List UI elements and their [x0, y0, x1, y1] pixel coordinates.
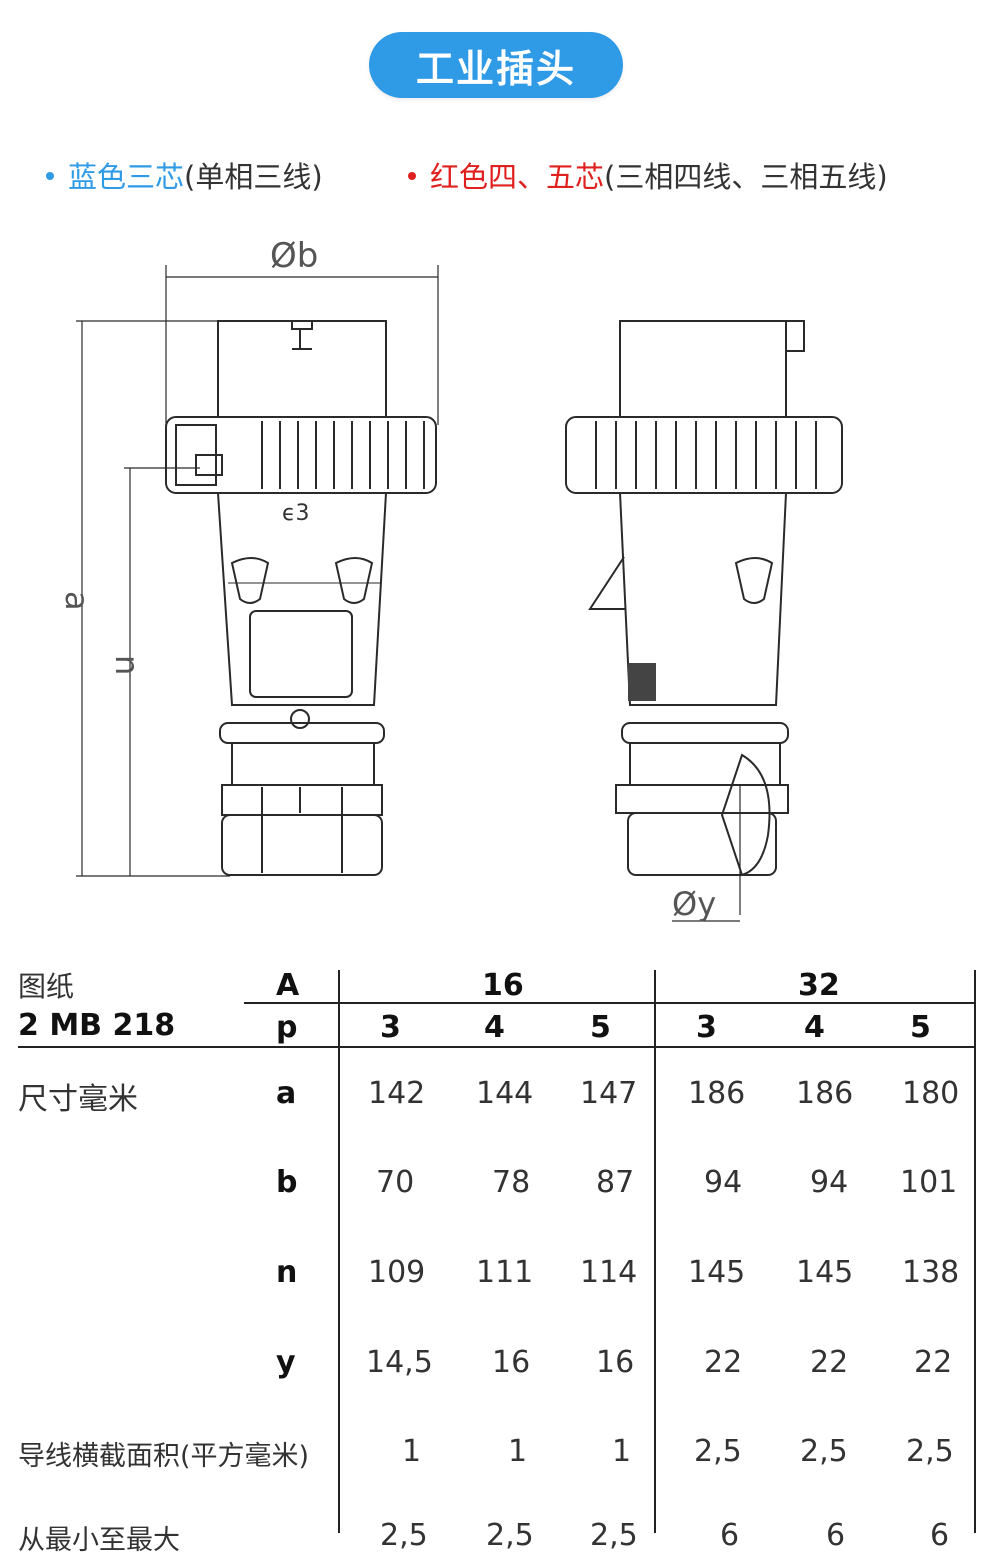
table-cell: 1: [402, 1434, 422, 1469]
table-cell: 101: [900, 1165, 958, 1200]
table-cell: 186: [688, 1076, 746, 1111]
table-cell: 2,5: [906, 1434, 954, 1469]
table-cell: 2,5: [590, 1518, 638, 1553]
label-n: n: [108, 655, 146, 675]
label-a: a: [58, 591, 96, 611]
title-badge: 工业插头: [369, 32, 623, 98]
bullet-icon: [46, 172, 54, 180]
row-key-b: b: [276, 1165, 298, 1200]
drawing-number: 2 MB 218: [18, 1008, 176, 1043]
drawing-label: 图纸: [18, 970, 75, 1003]
col-header-p: p: [276, 1010, 298, 1045]
table-cell: 109: [368, 1255, 426, 1290]
table-cell: 138: [902, 1255, 960, 1290]
amp-16-header: 16: [482, 968, 524, 1003]
label-b: Øb: [270, 236, 318, 276]
table-cell: 6: [826, 1518, 846, 1553]
table-cell: 142: [368, 1076, 426, 1111]
legend-item-blue: 蓝色三芯(单相三线): [46, 154, 323, 196]
spec-table: 图纸 2 MB 218 A p 16 32 3 4 5 3 4 5 尺寸毫米 a…: [0, 960, 990, 1556]
row-key-n: n: [276, 1255, 298, 1290]
grid-line: [18, 1046, 976, 1048]
technical-drawing: Øb a n ϵ3: [58, 236, 843, 923]
plug-side-view: [565, 320, 843, 922]
amp-32-header: 32: [798, 968, 840, 1003]
last-row-label: 从最小至最大: [18, 1525, 180, 1556]
row-key-y: y: [276, 1345, 296, 1380]
cross-section-label: 导线横截面积(平方毫米): [18, 1441, 310, 1472]
table-cell: 22: [914, 1345, 953, 1380]
pole-header: 4: [804, 1010, 825, 1045]
legend-item-red: 红色四、五芯(三相四线、三相五线): [408, 154, 888, 196]
table-cell: 78: [492, 1165, 531, 1200]
pole-header: 4: [484, 1010, 505, 1045]
table-cell: 145: [688, 1255, 746, 1290]
pole-header: 3: [380, 1010, 401, 1045]
table-cell: 2,5: [380, 1518, 428, 1553]
dims-label: 尺寸毫米: [18, 1082, 138, 1117]
table-cell: 6: [930, 1518, 950, 1553]
table-cell: 111: [476, 1255, 534, 1290]
table-cell: 70: [376, 1165, 415, 1200]
legend: 蓝色三芯(单相三线) 红色四、五芯(三相四线、三相五线): [40, 154, 960, 202]
grid-line: [244, 1002, 976, 1004]
pole-header: 3: [696, 1010, 717, 1045]
legend-blue-highlight: 蓝色三芯: [68, 160, 185, 194]
legend-red-highlight: 红色四、五芯: [430, 160, 605, 194]
label-y: Øy: [672, 885, 716, 923]
table-cell: 2,5: [694, 1434, 742, 1469]
table-cell: 94: [810, 1165, 849, 1200]
legend-red-text: (三相四线、三相五线): [604, 160, 888, 194]
table-cell: 180: [902, 1076, 960, 1111]
mark-symbol: ϵ3: [282, 501, 310, 526]
table-cell: 1: [612, 1434, 632, 1469]
row-key-a: a: [276, 1076, 297, 1111]
page-title: 工业插头: [415, 46, 576, 91]
plug-front-view: ϵ3: [165, 320, 437, 876]
table-cell: 2,5: [800, 1434, 848, 1469]
pole-header: 5: [590, 1010, 611, 1045]
table-cell: 22: [704, 1345, 743, 1380]
table-cell: 2,5: [486, 1518, 534, 1553]
table-cell: 6: [720, 1518, 740, 1553]
grid-line: [338, 970, 340, 1533]
table-cell: 87: [596, 1165, 635, 1200]
bullet-icon: [408, 172, 416, 180]
table-cell: 1: [508, 1434, 528, 1469]
grid-line: [654, 970, 656, 1533]
table-cell: 16: [596, 1345, 635, 1380]
dimension-lines: [76, 265, 439, 877]
table-cell: 186: [796, 1076, 854, 1111]
table-cell: 114: [580, 1255, 638, 1290]
grid-line: [974, 970, 976, 1533]
legend-blue-text: (单相三线): [184, 160, 323, 194]
table-cell: 94: [704, 1165, 743, 1200]
table-cell: 147: [580, 1076, 638, 1111]
table-cell: 145: [796, 1255, 854, 1290]
table-cell: 14,5: [366, 1345, 433, 1380]
col-header-A: A: [276, 968, 300, 1003]
table-cell: 22: [810, 1345, 849, 1380]
table-cell: 144: [476, 1076, 534, 1111]
pole-header: 5: [910, 1010, 931, 1045]
table-cell: 16: [492, 1345, 531, 1380]
